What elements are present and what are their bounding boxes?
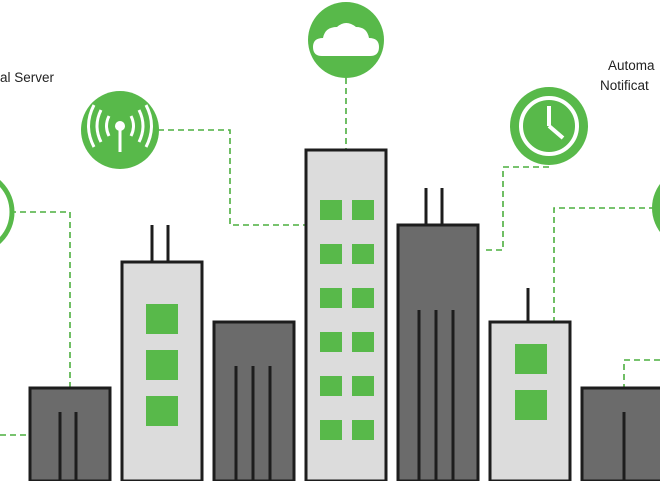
- building-tower-center: [304, 148, 388, 481]
- building-dark-mid-left: [212, 320, 296, 481]
- left-circle-connector: [10, 211, 71, 388]
- right-circle-connector: [553, 207, 655, 322]
- wifi-connector: [158, 129, 305, 226]
- partial-circle-icon-left: [0, 180, 15, 244]
- cloud-icon: [308, 2, 384, 78]
- building-small-left: [28, 386, 112, 481]
- building-small-right: [580, 386, 660, 481]
- partial-circle-icon-right: [652, 184, 660, 232]
- clock-icon: [510, 87, 588, 165]
- building-tall-left: [120, 225, 204, 481]
- server-label: al Server: [0, 70, 55, 85]
- clock-connector: [483, 166, 549, 251]
- building-light-right: [488, 288, 572, 481]
- right-bottom-connector: [623, 359, 660, 388]
- automation-label-line2: Notificat: [600, 78, 649, 93]
- connector-lines: [0, 78, 660, 436]
- building-dark-tall-right: [396, 188, 480, 481]
- automation-label-line1: Automa: [608, 58, 655, 73]
- wifi-antenna-icon: [81, 91, 159, 169]
